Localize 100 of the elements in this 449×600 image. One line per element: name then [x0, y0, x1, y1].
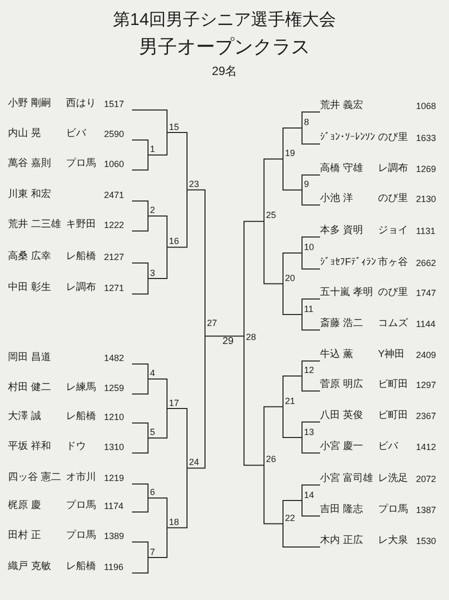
bracket-line [148, 498, 168, 528]
player-name: 織戸 克敏 [8, 561, 52, 573]
rating: 1210 [104, 411, 126, 423]
rating: 2127 [104, 251, 126, 263]
bracket-line [132, 140, 148, 156]
player-name: 牛込 薫 [320, 349, 354, 361]
player-name: 四ッ谷 憲二 [8, 472, 62, 484]
player-name: 高桑 広幸 [8, 251, 52, 263]
player-name: 小宮 慶一 [320, 441, 364, 453]
bracket-line [132, 557, 148, 574]
rating: 1387 [416, 504, 438, 516]
club-name: のび里 [378, 193, 409, 205]
rating: 1482 [104, 352, 126, 364]
rating: 1269 [416, 163, 438, 175]
club-name: 市ヶ谷 [378, 257, 409, 269]
player-name: ｼﾞｮｾﾌFﾃﾞｨﾗﾝ [320, 257, 378, 269]
match-number: 1 [148, 143, 156, 155]
player-name: 荒井 義宏 [320, 100, 364, 112]
match-number: 7 [148, 546, 156, 558]
bracket-line [132, 110, 168, 133]
club-name: レ船橋 [66, 251, 97, 263]
match-number: 8 [302, 116, 310, 128]
player-name: 平坂 祥和 [8, 441, 52, 453]
match-number: 3 [148, 266, 156, 278]
rating: 2367 [416, 410, 438, 422]
match-number: 16 [167, 235, 180, 248]
bracket-line [302, 500, 320, 516]
bracket-line [166, 189, 188, 248]
bracket-line [132, 378, 148, 394]
bracket-line [132, 542, 148, 558]
match-number: 24 [187, 456, 200, 468]
match-number: 18 [167, 516, 180, 528]
rating: 1747 [416, 287, 438, 299]
player-name: 高橋 守雄 [320, 163, 364, 175]
club-name: 西はり [66, 98, 97, 110]
bracket-line [148, 527, 168, 558]
club-name: プロ馬 [66, 158, 97, 170]
match-number: 25 [264, 209, 276, 222]
match-number: 12 [302, 364, 314, 376]
match-number: 10 [302, 241, 314, 253]
rating: 1131 [416, 225, 436, 237]
bracket-line [132, 422, 148, 438]
player-name: ｼﾞｮﾝ･ｿｰﾚﾝｿﾝ [320, 132, 376, 144]
match-number: 21 [283, 394, 296, 407]
club-name: プロ馬 [66, 500, 97, 512]
bracket-line [132, 484, 148, 498]
bracket-line [264, 464, 284, 524]
bracket-line [264, 158, 284, 222]
match-number: 26 [264, 453, 276, 466]
player-name: 川東 和宏 [8, 189, 52, 201]
bracket-line [166, 132, 188, 190]
player-name: 小宮 富司雄 [320, 473, 374, 485]
match-number: 19 [283, 147, 296, 159]
bracket-line [302, 298, 320, 315]
rating: 1297 [416, 379, 438, 391]
club-name: ビバ [378, 441, 400, 453]
bracket-line [132, 154, 148, 170]
player-name: 木内 正広 [320, 535, 364, 547]
rating: 1068 [416, 100, 438, 112]
club-name: オ市川 [66, 472, 97, 484]
bracket-line [282, 283, 302, 315]
rating: 1412 [416, 441, 438, 453]
bracket-line [228, 336, 244, 344]
bracket-line [148, 378, 168, 409]
bracket-line [302, 236, 320, 254]
bracket-line [282, 406, 302, 438]
club-name: レ船橋 [66, 411, 97, 423]
match-number: 2 [148, 204, 156, 216]
bracket-line [302, 112, 320, 128]
match-number: 15 [167, 120, 180, 132]
bracket-line [302, 190, 320, 206]
club-name: のび里 [378, 287, 409, 299]
bracket-line [148, 132, 168, 156]
rating: 1144 [416, 318, 436, 330]
bracket-line [282, 158, 302, 190]
rating: 1633 [416, 132, 438, 144]
match-number: 23 [187, 178, 200, 190]
match-number: 28 [244, 331, 256, 344]
bracket-line [132, 216, 148, 232]
club-name: キ野田 [66, 219, 97, 231]
player-name: 五十嵐 孝明 [320, 287, 374, 299]
bracket-line [302, 128, 320, 144]
club-name: レ船橋 [66, 561, 97, 573]
player-name: 梶原 慶 [8, 500, 42, 512]
bracket-line [166, 468, 188, 528]
rating: 1259 [104, 382, 126, 394]
rating: 1389 [104, 530, 126, 542]
player-name: 内山 晃 [8, 128, 42, 140]
bracket-line [302, 314, 320, 330]
club-name: コムズ [378, 318, 409, 330]
bracket-line [282, 128, 302, 160]
club-name: ジョイ [378, 225, 409, 237]
match-number: 11 [302, 302, 314, 314]
bracket-line [282, 500, 302, 524]
club-name: ビバ [66, 128, 88, 140]
rating: 1219 [104, 472, 126, 484]
club-name: プロ馬 [66, 530, 97, 542]
match-number: 9 [302, 178, 310, 190]
match-number: 17 [167, 396, 180, 408]
bracket-line [264, 406, 284, 466]
